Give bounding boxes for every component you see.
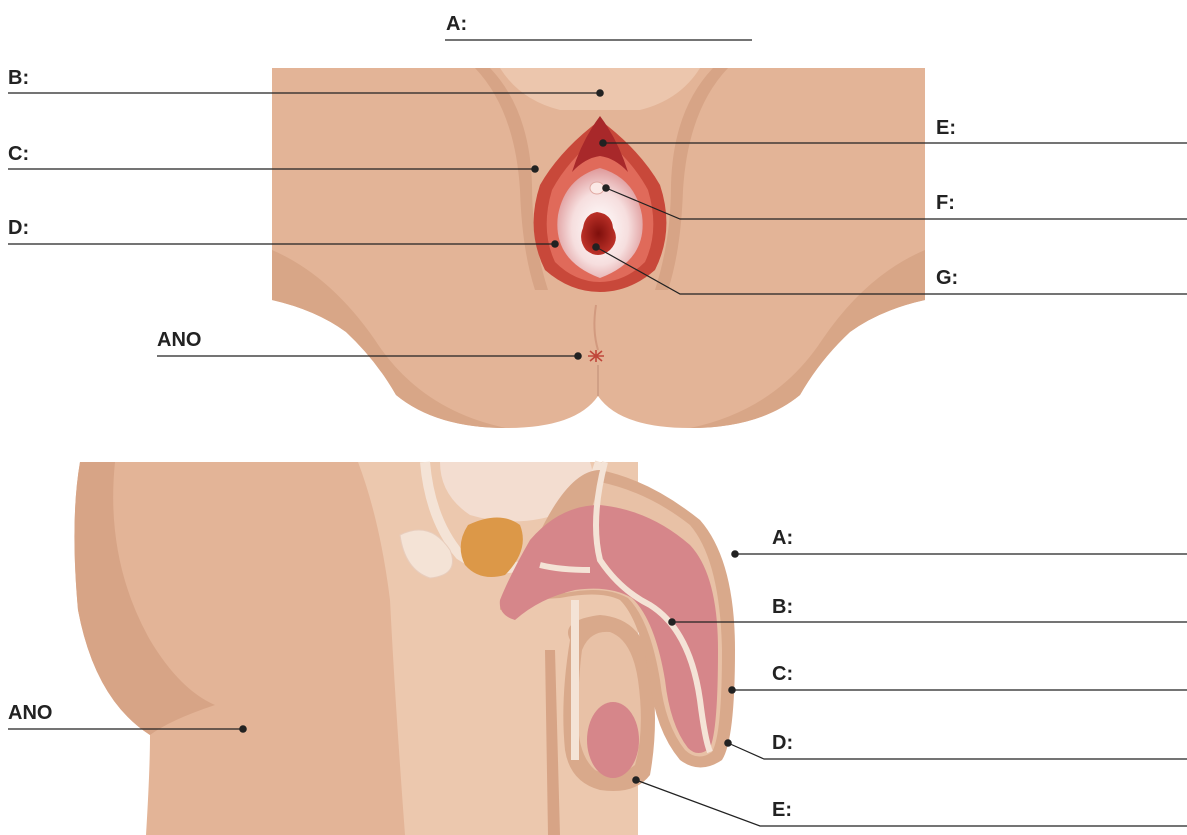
label-male-c: C: [772, 664, 793, 684]
dot-m-a [731, 550, 739, 558]
label-female-g: G: [936, 268, 958, 288]
dot-m-e [632, 776, 640, 784]
dot-m-d [724, 739, 732, 747]
label-female-d: D: [8, 218, 29, 238]
label-female-e: E: [936, 118, 956, 138]
dot-f-ano [574, 352, 582, 360]
dot-f-e [599, 139, 607, 147]
dot-f-d [551, 240, 559, 248]
leader-m-d [728, 743, 1187, 759]
dot-m-c [728, 686, 736, 694]
label-male-e: E: [772, 800, 792, 820]
label-female-a: A: [446, 14, 467, 34]
urethral-opening [590, 182, 604, 194]
leader-m-e [636, 780, 1187, 826]
dot-f-c [531, 165, 539, 173]
dot-m-ano [239, 725, 247, 733]
dot-f-g [592, 243, 600, 251]
anus-mark [588, 350, 604, 362]
testis [587, 702, 639, 778]
label-female-c: C: [8, 144, 29, 164]
label-male-ano: ANO [8, 703, 52, 723]
label-female-ano: ANO [157, 330, 201, 350]
label-male-a: A: [772, 528, 793, 548]
label-male-b: B: [772, 597, 793, 617]
label-male-d: D: [772, 733, 793, 753]
label-female-b: B: [8, 68, 29, 88]
dot-m-b [668, 618, 676, 626]
dot-f-f [602, 184, 610, 192]
dot-f-b [596, 89, 604, 97]
label-female-f: F: [936, 193, 955, 213]
